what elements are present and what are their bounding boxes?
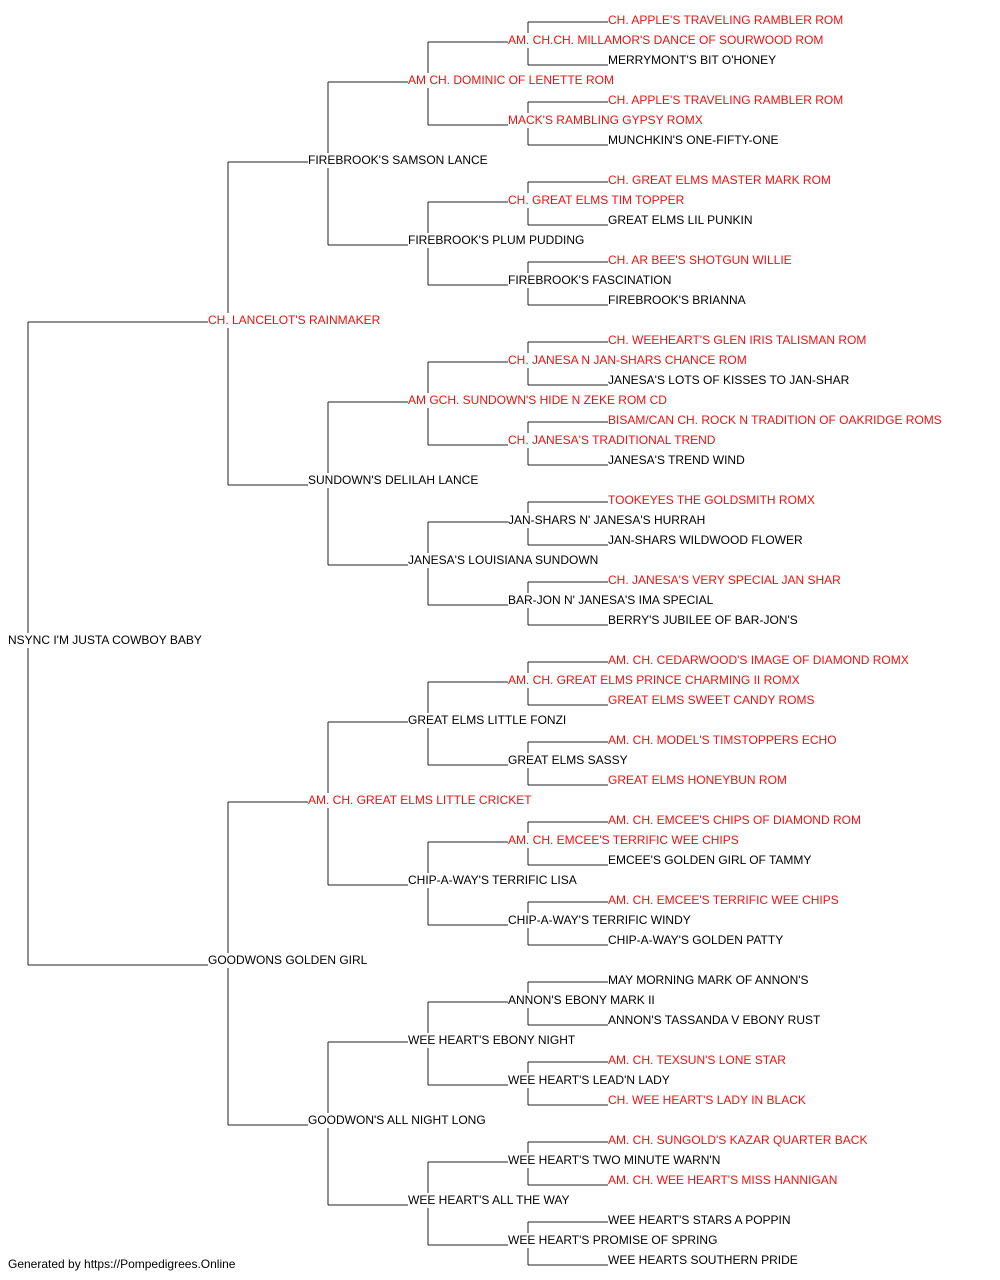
ancestor-name: CH. GREAT ELMS TIM TOPPER xyxy=(508,193,685,207)
ancestor-name: SUNDOWN'S DELILAH LANCE xyxy=(308,473,478,487)
ancestor-name: FIREBROOK'S FASCINATION xyxy=(508,273,671,287)
ancestor-name: ANNON'S TASSANDA V EBONY RUST xyxy=(608,1013,821,1027)
ancestor-name: AM GCH. SUNDOWN'S HIDE N ZEKE ROM CD xyxy=(408,393,667,407)
ancestor-name: WEE HEARTS SOUTHERN PRIDE xyxy=(608,1253,798,1267)
ancestor-name: BISAM/CAN CH. ROCK N TRADITION OF OAKRID… xyxy=(608,413,942,427)
ancestor-name: MAY MORNING MARK OF ANNON'S xyxy=(608,973,809,987)
ancestor-name: EMCEE'S GOLDEN GIRL OF TAMMY xyxy=(608,853,811,867)
ancestor-name: GREAT ELMS SASSY xyxy=(508,753,628,767)
ancestor-name: MUNCHKIN'S ONE-FIFTY-ONE xyxy=(608,133,779,147)
ancestor-name: WEE HEART'S EBONY NIGHT xyxy=(408,1033,576,1047)
ancestor-name: GREAT ELMS HONEYBUN ROM xyxy=(608,773,787,787)
ancestor-name: BAR-JON N' JANESA'S IMA SPECIAL xyxy=(508,593,714,607)
ancestor-name: AM. CH. CEDARWOOD'S IMAGE OF DIAMOND ROM… xyxy=(608,653,909,667)
ancestor-name: CH. WEEHEART'S GLEN IRIS TALISMAN ROM xyxy=(608,333,866,347)
ancestor-name: AM. CH. MODEL'S TIMSTOPPERS ECHO xyxy=(608,733,837,747)
ancestor-name: AM. CH. GREAT ELMS LITTLE CRICKET xyxy=(308,793,532,807)
ancestor-name: CH. GREAT ELMS MASTER MARK ROM xyxy=(608,173,831,187)
ancestor-name: AM. CH.CH. MILLAMOR'S DANCE OF SOURWOOD … xyxy=(508,33,823,47)
ancestor-name: CH. APPLE'S TRAVELING RAMBLER ROM xyxy=(608,93,843,107)
ancestor-name: CHIP-A-WAY'S GOLDEN PATTY xyxy=(608,933,783,947)
ancestor-name: JAN-SHARS WILDWOOD FLOWER xyxy=(608,533,803,547)
ancestor-name: CHIP-A-WAY'S TERRIFIC WINDY xyxy=(508,913,691,927)
ancestor-name: JANESA'S LOTS OF KISSES TO JAN-SHAR xyxy=(608,373,850,387)
ancestor-name: CH. JANESA'S TRADITIONAL TREND xyxy=(508,433,716,447)
ancestor-name: CH. JANESA'S VERY SPECIAL JAN SHAR xyxy=(608,573,841,587)
ancestor-name: MERRYMONT'S BIT O'HONEY xyxy=(608,53,776,67)
ancestor-name: CH. LANCELOT'S RAINMAKER xyxy=(208,313,381,327)
ancestor-name: AM. CH. WEE HEART'S MISS HANNIGAN xyxy=(608,1173,837,1187)
ancestor-name: WEE HEART'S ALL THE WAY xyxy=(408,1193,569,1207)
ancestor-name: GREAT ELMS LITTLE FONZI xyxy=(408,713,566,727)
ancestor-name: GREAT ELMS SWEET CANDY ROMS xyxy=(608,693,814,707)
ancestor-name: WEE HEART'S STARS A POPPIN xyxy=(608,1213,791,1227)
ancestor-name: WEE HEART'S LEAD'N LADY xyxy=(508,1073,670,1087)
ancestor-name: JAN-SHARS N' JANESA'S HURRAH xyxy=(508,513,705,527)
ancestor-name: FIREBROOK'S PLUM PUDDING xyxy=(408,233,584,247)
ancestor-name: AM. CH. EMCEE'S CHIPS OF DIAMOND ROM xyxy=(608,813,861,827)
ancestor-name: FIREBROOK'S BRIANNA xyxy=(608,293,746,307)
ancestor-name: TOOKEYES THE GOLDSMITH ROMX xyxy=(608,493,815,507)
ancestor-name: AM. CH. EMCEE'S TERRIFIC WEE CHIPS xyxy=(508,833,739,847)
ancestor-name: AM. CH. GREAT ELMS PRINCE CHARMING II RO… xyxy=(508,673,800,687)
ancestor-name: CHIP-A-WAY'S TERRIFIC LISA xyxy=(408,873,577,887)
ancestor-name: GOODWON'S ALL NIGHT LONG xyxy=(308,1113,486,1127)
ancestor-name: AM. CH. TEXSUN'S LONE STAR xyxy=(608,1053,786,1067)
ancestor-name: JANESA'S TREND WIND xyxy=(608,453,745,467)
ancestor-name: AM CH. DOMINIC OF LENETTE ROM xyxy=(408,73,614,87)
subject-name: NSYNC I'M JUSTA COWBOY BABY xyxy=(8,633,202,647)
ancestor-name: FIREBROOK'S SAMSON LANCE xyxy=(308,153,488,167)
ancestor-name: CH. AR BEE'S SHOTGUN WILLIE xyxy=(608,253,792,267)
ancestor-name: GOODWONS GOLDEN GIRL xyxy=(208,953,368,967)
ancestor-name: BERRY'S JUBILEE OF BAR-JON'S xyxy=(608,613,798,627)
ancestor-name: CH. WEE HEART'S LADY IN BLACK xyxy=(608,1093,806,1107)
ancestor-name: WEE HEART'S PROMISE OF SPRING xyxy=(508,1233,717,1247)
ancestor-name: WEE HEART'S TWO MINUTE WARN'N xyxy=(508,1153,720,1167)
ancestor-name: AM. CH. EMCEE'S TERRIFIC WEE CHIPS xyxy=(608,893,839,907)
ancestor-name: CH. APPLE'S TRAVELING RAMBLER ROM xyxy=(608,13,843,27)
ancestor-name: GREAT ELMS LIL PUNKIN xyxy=(608,213,753,227)
ancestor-name: JANESA'S LOUISIANA SUNDOWN xyxy=(408,553,598,567)
ancestor-name: ANNON'S EBONY MARK II xyxy=(508,993,655,1007)
ancestor-name: AM. CH. SUNGOLD'S KAZAR QUARTER BACK xyxy=(608,1133,867,1147)
footer-credit: Generated by https://Pompedigrees.Online xyxy=(8,1257,236,1271)
ancestor-name: MACK'S RAMBLING GYPSY ROMX xyxy=(508,113,703,127)
ancestor-name: CH. JANESA N JAN-SHARS CHANCE ROM xyxy=(508,353,747,367)
